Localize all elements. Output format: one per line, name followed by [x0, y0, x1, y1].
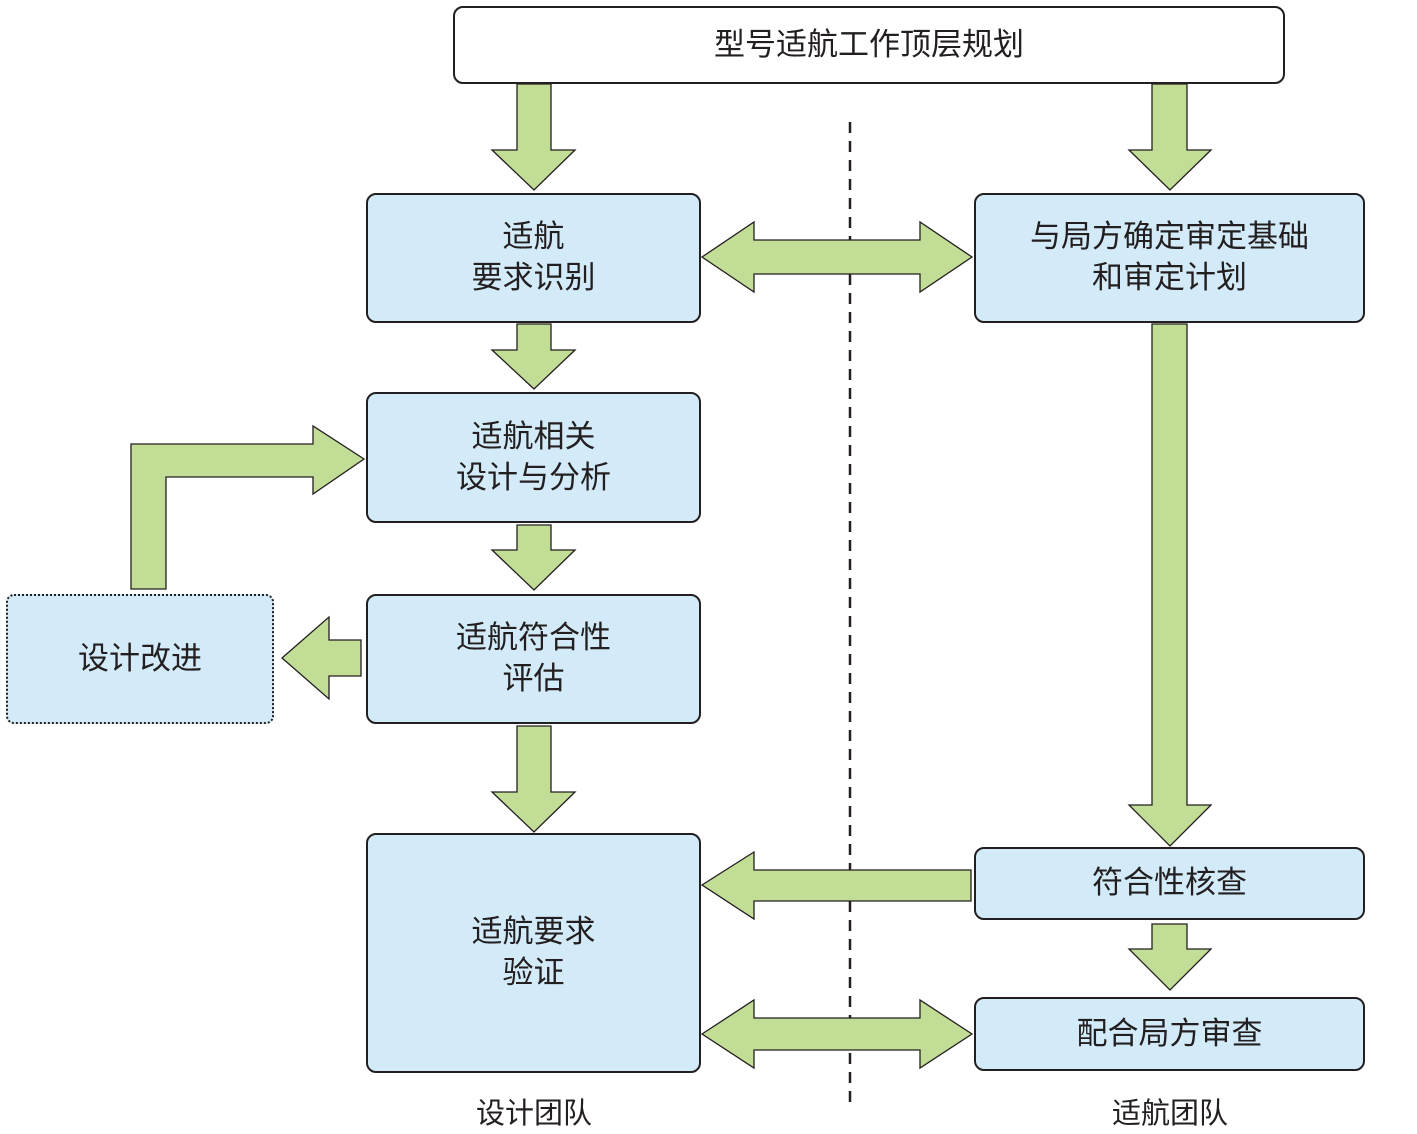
compliance-evaluation-line-2: 评估: [502, 661, 565, 697]
design-analysis-line-1: 适航相关: [471, 418, 596, 455]
requirement-identification-line-1: 适航: [502, 219, 565, 255]
arrow-check-to-review: [1127, 923, 1213, 991]
compliance-evaluation-box: 适航符合性 评估: [366, 594, 701, 724]
authority-basis-box: 与局方确定审定基础 和审定计划: [974, 193, 1365, 323]
design-team-label: 设计团队: [475, 1096, 592, 1130]
compliance-evaluation-line-1: 适航符合性: [456, 620, 611, 656]
arrow-req-authority-bidirectional: [700, 220, 974, 294]
design-improvement-label: 设计改进: [78, 640, 202, 677]
authority-review-label: 配合局方审查: [1076, 1015, 1263, 1052]
verification-line-2: 验证: [502, 955, 565, 991]
top-plan-box: 型号适航工作顶层规划: [453, 6, 1285, 84]
authority-basis-line-2: 和审定计划: [1092, 260, 1247, 296]
design-improvement-box: 设计改进: [6, 594, 274, 724]
authority-review-box: 配合局方审查: [974, 997, 1365, 1071]
arrow-top-to-authority: [1127, 83, 1213, 191]
compliance-check-label: 符合性核查: [1092, 865, 1247, 901]
arrow-eval-to-verify: [490, 725, 577, 833]
compliance-check-box: 符合性核查: [974, 847, 1365, 920]
arrow-improve-to-design: [130, 424, 366, 590]
arrow-eval-to-improve: [281, 615, 362, 701]
design-analysis-box: 适航相关 设计与分析: [366, 392, 701, 523]
top-plan-label: 型号适航工作顶层规划: [714, 26, 1024, 63]
arrow-design-to-eval: [490, 524, 577, 591]
requirement-identification-box: 适航 要求识别: [366, 193, 701, 323]
arrow-verify-review-bidirectional: [700, 998, 974, 1070]
requirement-identification-line-2: 要求识别: [471, 260, 596, 296]
verification-line-1: 适航要求: [471, 914, 596, 950]
arrow-check-to-verify: [700, 850, 972, 921]
airworthiness-team-label: 适航团队: [1111, 1096, 1228, 1130]
arrow-authority-to-check: [1127, 323, 1213, 847]
arrow-req-to-design: [490, 323, 577, 390]
arrow-top-to-req: [490, 83, 577, 191]
verification-box: 适航要求 验证: [366, 833, 701, 1073]
design-analysis-line-2: 设计与分析: [456, 459, 611, 496]
authority-basis-line-1: 与局方确定审定基础: [1030, 219, 1309, 255]
